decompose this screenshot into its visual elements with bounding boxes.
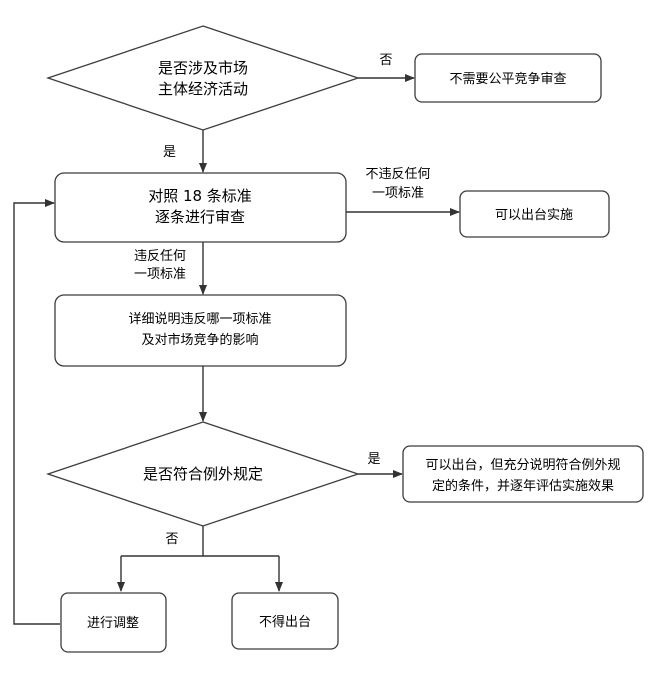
edge-label-exception-yes: 是: [367, 452, 380, 467]
node-can-implement: 可以出台实施: [459, 190, 610, 238]
decision-market-line2: 主体经济活动: [158, 80, 248, 98]
connectors: [13, 74, 460, 625]
edge-labels: 否 是 不违反任何 一项标准 违反任何 一项标准 是 否: [134, 53, 431, 547]
edge-label-market-yes: 是: [163, 145, 176, 160]
arrow-adjust-loop-back: [13, 199, 60, 625]
decision-market-activity: 是否涉及市场 主体经济活动: [45, 25, 361, 131]
edge-label-violation-line2: 一项标准: [134, 267, 186, 282]
compare-line1: 对照 18 条标准: [148, 187, 252, 205]
compare-line2: 逐条进行审查: [155, 208, 245, 226]
node-no-review: 不需要公平竞争审查: [414, 53, 602, 103]
decision-exception-label: 是否符合例外规定: [143, 465, 263, 483]
no-review-label: 不需要公平竞争审查: [449, 71, 566, 87]
exception-ok-line1: 可以出台，但充分说明符合例外规: [425, 457, 620, 473]
not-allowed-label: 不得出台: [259, 614, 311, 630]
exception-ok-line2: 定的条件，并逐年评估实施效果: [432, 478, 614, 494]
adjust-label: 进行调整: [87, 616, 139, 631]
node-compare-standards: 对照 18 条标准 逐条进行审查: [54, 172, 347, 243]
decision-exception-rules: 是否符合例外规定: [45, 421, 361, 527]
node-explain-violation: 详细说明违反哪一项标准 及对市场竞争的影响: [54, 294, 347, 367]
can-implement-label: 可以出台实施: [495, 208, 573, 223]
edge-label-exception-no: 否: [165, 532, 178, 547]
node-not-allowed: 不得出台: [231, 592, 339, 650]
decision-market-line1: 是否涉及市场: [158, 59, 248, 77]
edge-label-violation-line1: 违反任何: [134, 248, 186, 264]
explain-line2: 及对市场竞争的影响: [141, 332, 258, 348]
edge-label-no-violation-line1: 不违反任何: [365, 166, 430, 182]
explain-line1: 详细说明违反哪一项标准: [128, 312, 271, 327]
edge-label-market-no: 否: [379, 53, 392, 68]
node-adjust: 进行调整: [60, 592, 167, 653]
node-exception-ok: 可以出台，但充分说明符合例外规 定的条件，并逐年评估实施效果: [402, 445, 644, 503]
arrow-exception-split: [121, 526, 279, 557]
edge-label-no-violation-line2: 一项标准: [372, 186, 424, 201]
